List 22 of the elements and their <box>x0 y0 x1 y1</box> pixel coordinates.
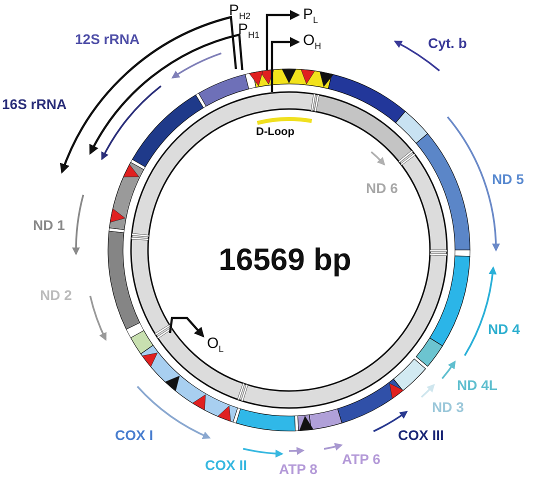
gene-label: ND 5 <box>492 172 524 188</box>
promoter-label: P$_{H1}$ <box>238 22 260 41</box>
gene-label: COX I <box>115 428 154 444</box>
gene-label: ND 3 <box>432 400 464 416</box>
genome-size-label: 16569 bp <box>218 242 352 278</box>
gene-label: D-Loop <box>256 126 294 138</box>
gene-label: ND 2 <box>40 288 72 304</box>
gene-label: Cyt. b <box>428 36 467 52</box>
gene-label: COX III <box>398 428 444 444</box>
promoter-label: P$_{L}$ <box>303 7 318 26</box>
gene-label: ND 4L <box>457 378 498 394</box>
promoter-label: P$_{H2}$ <box>229 3 251 22</box>
gene-label: ND 6 <box>366 181 398 196</box>
gene-label: ATP 8 <box>279 462 318 478</box>
promoter-label: O$_{H}$ <box>303 33 322 52</box>
gene-label: ND 1 <box>33 218 65 234</box>
gene-label: 16S rRNA <box>2 97 67 112</box>
gene-label: ND 4 <box>488 322 520 338</box>
promoter-label: O$_{L}$ <box>207 336 224 355</box>
gene-label: 12S rRNA <box>75 32 140 48</box>
gene-label: COX II <box>205 458 248 474</box>
gene-label: ATP 6 <box>342 452 380 468</box>
